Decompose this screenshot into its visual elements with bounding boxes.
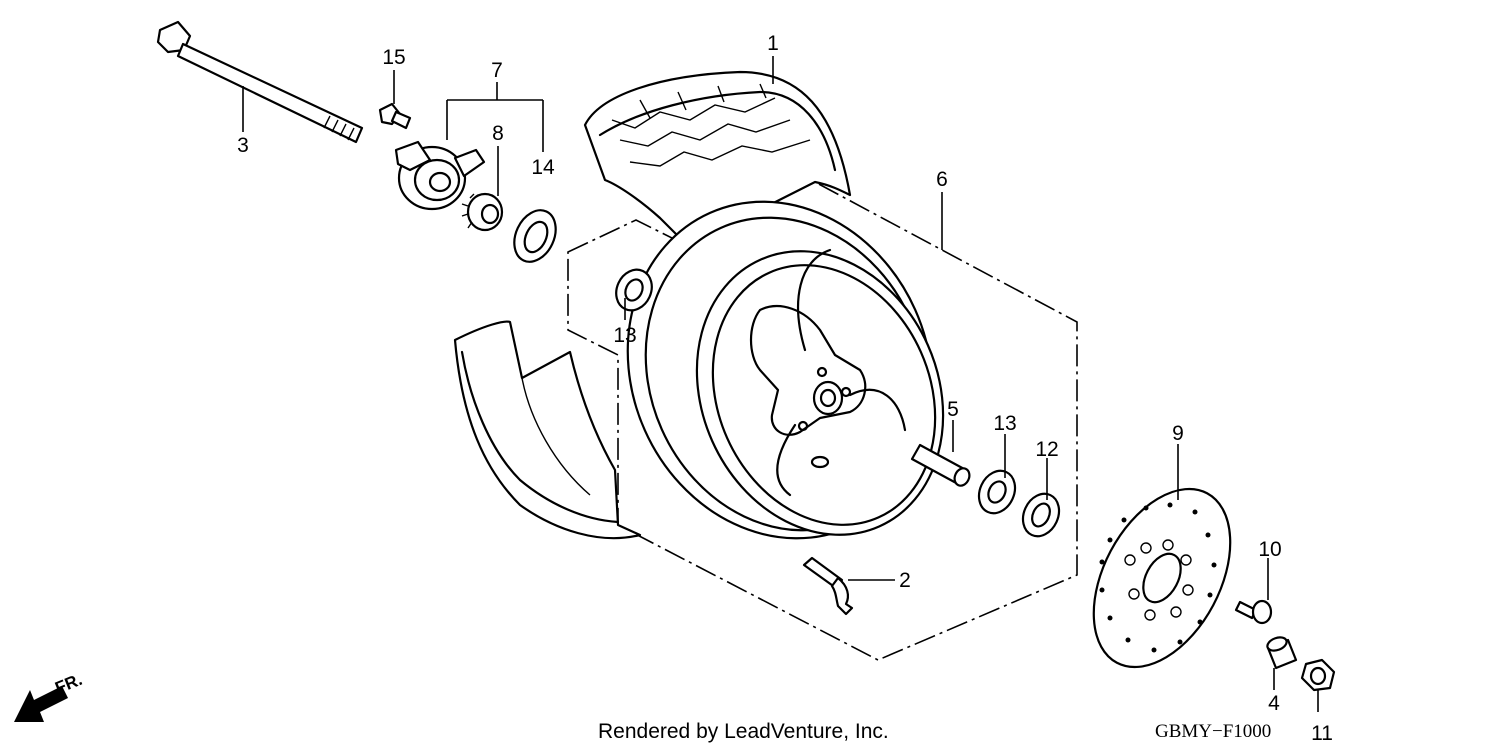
- leader-lines: [242, 56, 1319, 712]
- dust-seal[interactable]: [506, 203, 563, 268]
- direction-indicator: FR.: [14, 670, 85, 722]
- callout-11: 11: [1311, 722, 1333, 745]
- brake-disc[interactable]: [1066, 466, 1259, 690]
- rendered-by-text: Rendered by LeadVenture, Inc.: [598, 720, 889, 743]
- screw[interactable]: [378, 102, 412, 130]
- speedometer-gear[interactable]: [461, 192, 504, 232]
- arrow-down-left-icon: [14, 686, 68, 722]
- wheel-rim[interactable]: [575, 153, 987, 588]
- direction-label: FR.: [52, 670, 85, 698]
- tire[interactable]: [453, 70, 852, 540]
- collar[interactable]: [1266, 635, 1298, 670]
- tire-valve[interactable]: [802, 556, 854, 616]
- callout-1: 1: [767, 32, 779, 55]
- dust-seal-right[interactable]: [1016, 488, 1065, 542]
- callout-5: 5: [947, 398, 959, 421]
- callout-14: 14: [531, 156, 555, 179]
- callout-4: 4: [1268, 692, 1280, 715]
- disc-bolt[interactable]: [1234, 599, 1273, 625]
- nut[interactable]: [1300, 658, 1336, 692]
- callout-10: 10: [1258, 538, 1281, 561]
- disc-holes: [1099, 502, 1217, 653]
- callout-12: 12: [1035, 438, 1058, 461]
- callout-2: 2: [899, 569, 911, 592]
- speedometer-gearbox[interactable]: [394, 140, 486, 211]
- callout-15: 15: [382, 46, 405, 69]
- callout-3: 3: [237, 134, 249, 157]
- callout-8: 8: [492, 122, 504, 145]
- bearing-right[interactable]: [972, 465, 1021, 519]
- callout-6: 6: [936, 168, 948, 191]
- axle[interactable]: [156, 20, 364, 144]
- diagram-code: GBMY−F1000: [1155, 721, 1271, 742]
- callout-7: 7: [491, 59, 503, 82]
- callout-9: 9: [1172, 422, 1184, 445]
- callout-13-left: 13: [613, 324, 636, 347]
- callouts: 1 2 3 4 5 6 7 8 9 10 11 12 13 13 14 15: [237, 32, 1333, 745]
- distance-collar[interactable]: [910, 443, 972, 488]
- callout-13-right: 13: [993, 412, 1016, 435]
